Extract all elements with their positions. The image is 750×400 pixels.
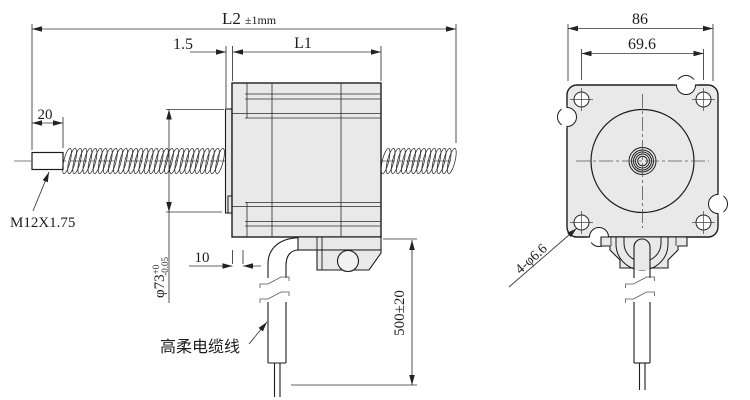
lead-screw-right	[380, 147, 457, 175]
cable-break-symbol	[625, 276, 655, 303]
motor-body	[231, 82, 382, 238]
dim-10-text: 10	[195, 250, 210, 266]
cable-front	[633, 270, 651, 390]
holes-note-label: 4-φ6.6	[513, 241, 551, 277]
front-view-dimensions	[508, 24, 714, 288]
side-view-dimensions	[31, 24, 457, 386]
dim-L2-text: L2±1mm	[222, 9, 277, 28]
dim-20-text: 20	[38, 107, 53, 123]
cable-note-label: 高柔电缆线	[160, 338, 240, 356]
cable-note-leader	[248, 321, 268, 345]
front-view: 86 69.6 4-φ6.6	[508, 11, 728, 390]
corner-notches	[557, 75, 728, 247]
side-view: L2±1mm 1.5 L1 20 10 M12X1.75 φ73+0-0.05 …	[10, 9, 457, 397]
front-centerlines	[576, 94, 709, 228]
holes-note-leader	[508, 228, 577, 288]
dim-L1-text: L1	[294, 35, 312, 52]
dim-69-6-text: 69.6	[628, 36, 656, 53]
dim-cable-length-text: 500±20	[392, 290, 408, 336]
dim-1-5-text: 1.5	[173, 36, 193, 53]
dim-86-text: 86	[632, 11, 648, 28]
dim-pilot-text: φ73+0-0.05	[151, 257, 170, 298]
thread-spec-label: M12X1.75	[10, 215, 75, 231]
connector-front	[600, 236, 688, 271]
cable-break-symbol	[259, 276, 290, 303]
cable-gland	[336, 249, 360, 273]
shaft-end	[31, 151, 64, 171]
mounting-holes	[570, 88, 715, 234]
thread-spec-leader	[32, 171, 50, 212]
connector-side	[297, 236, 382, 273]
lead-screw-left	[62, 147, 225, 175]
cable-side	[267, 237, 299, 397]
